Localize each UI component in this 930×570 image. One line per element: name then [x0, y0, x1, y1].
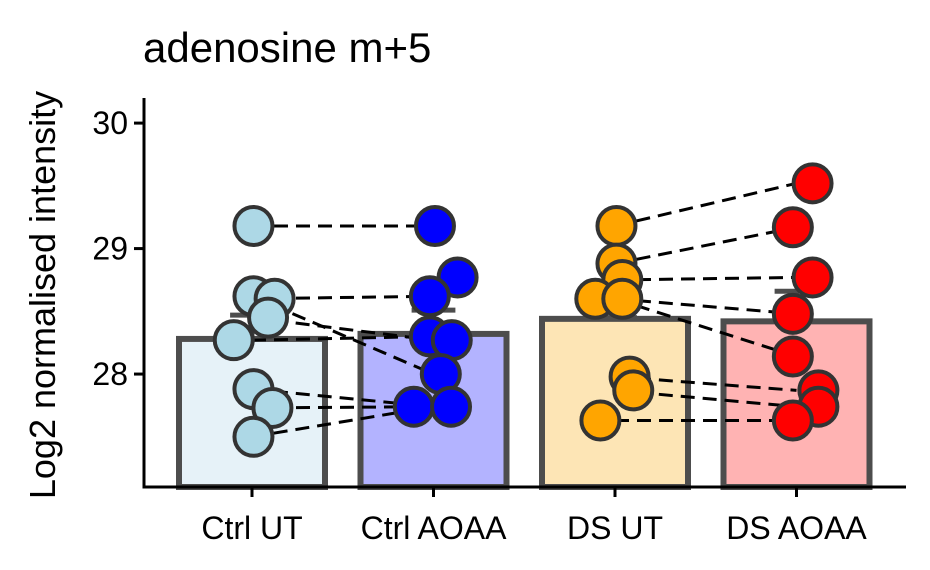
x-tick-label: Ctrl UT: [201, 510, 302, 546]
data-point: [232, 415, 275, 458]
y-axis-label: Log2 normalised intensity: [22, 91, 63, 499]
x-tick-label: Ctrl AOAA: [361, 510, 507, 546]
x-tick-label: DS UT: [567, 510, 663, 546]
data-point: [413, 204, 456, 247]
data-point: [612, 369, 655, 412]
data-point: [791, 162, 834, 205]
bar: [176, 335, 328, 491]
data-point: [408, 275, 451, 318]
pair-line: [614, 275, 797, 282]
x-tick-label: DS AOAA: [726, 510, 867, 546]
data-point: [247, 296, 290, 339]
data-point: [212, 319, 255, 362]
pair-line: [614, 225, 797, 266]
points-layer: [212, 162, 840, 458]
chart-title: adenosine m+5: [143, 24, 431, 71]
data-point: [392, 385, 435, 428]
pair-line: [251, 405, 434, 439]
data-point: [601, 277, 644, 320]
data-point: [791, 256, 834, 299]
data-point: [771, 206, 814, 249]
pair-line: [251, 334, 434, 342]
y-tick-label: 28: [92, 356, 128, 392]
pair-line: [614, 181, 797, 228]
data-point: [232, 204, 275, 247]
pair-line: [614, 297, 797, 316]
pair-lines-layer: [251, 181, 797, 439]
data-point: [771, 335, 814, 378]
data-point: [251, 386, 294, 429]
y-tick-label: 30: [92, 105, 128, 141]
y-tick-label: 29: [92, 231, 128, 267]
bar: [539, 315, 691, 491]
data-point: [771, 399, 814, 442]
data-point: [430, 385, 473, 428]
data-point: [595, 204, 638, 247]
pair-line: [614, 297, 797, 358]
data-point: [771, 292, 814, 335]
data-point: [579, 399, 622, 442]
